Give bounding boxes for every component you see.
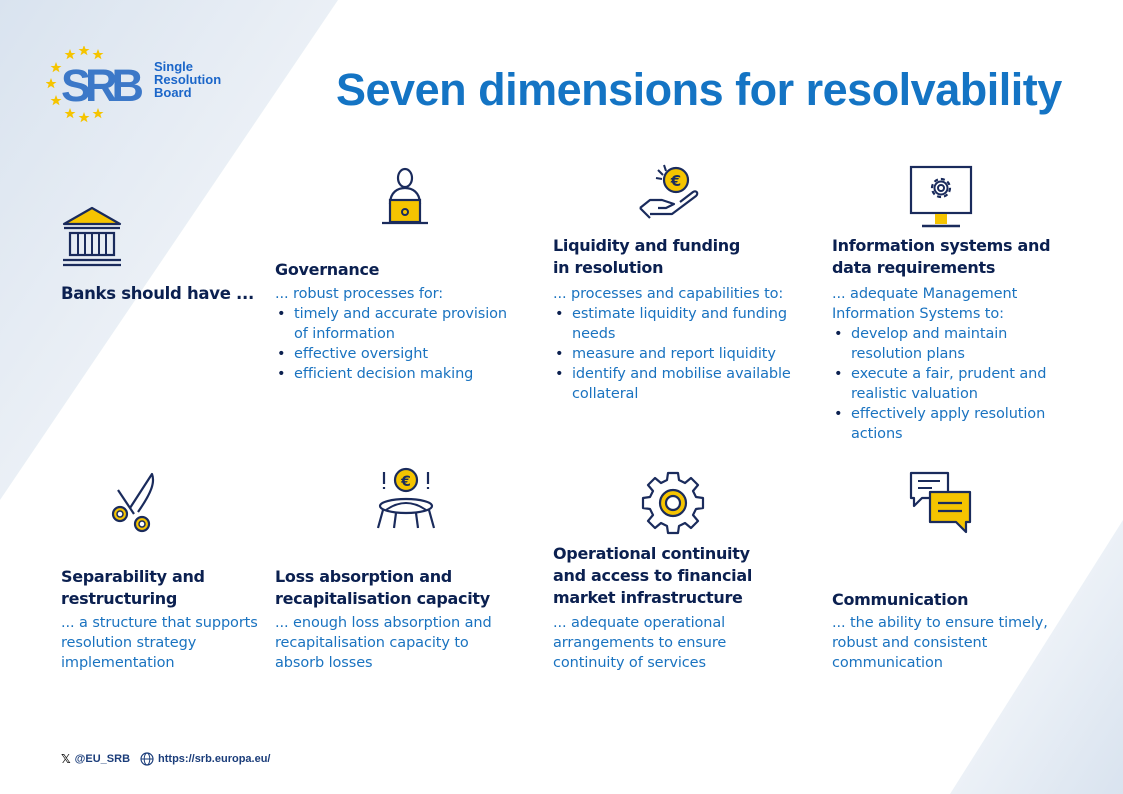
bullet-list: estimate liquidity and funding needs mea… (553, 304, 803, 404)
heading-line: restructuring (61, 589, 178, 608)
separability-heading: Separability and restructuring (61, 566, 205, 610)
globe-icon (140, 752, 154, 766)
description-lead: ... enough loss absorption and recapital… (275, 615, 492, 671)
heading-line: Operational continuity (553, 544, 750, 563)
operational-continuity-description: ... adequate operational arrangements to… (553, 613, 773, 673)
description-lead: ... adequate operational arrangements to… (553, 615, 727, 671)
operational-continuity-heading: Operational continuity and access to fin… (553, 543, 752, 609)
x-logo-icon: 𝕏 (61, 752, 71, 766)
scissors-icon (108, 470, 164, 536)
logo-line-1: Single (154, 59, 194, 74)
footer: 𝕏 @EU_SRB https://srb.europa.eu/ (61, 752, 271, 766)
logo-line-2: Resolution (154, 72, 222, 87)
governance-description: ... robust processes for: timely and acc… (275, 284, 525, 384)
list-item: effectively apply resolution actions (832, 404, 1072, 444)
svg-text:€: € (400, 474, 411, 490)
list-item: identify and mobilise available collater… (553, 364, 803, 404)
heading-line: and access to financial (553, 566, 753, 585)
heading-line: Separability and (61, 567, 205, 586)
srb-logo: SRB Single Resolution Board (45, 45, 236, 126)
chat-bubbles-icon (908, 470, 974, 536)
bullet-list: develop and maintain resolution plans ex… (832, 324, 1072, 444)
liquidity-heading: Liquidity and funding in resolution (553, 235, 740, 279)
heading-line: data requirements (832, 258, 996, 277)
information-systems-description: ... adequate Management Information Syst… (832, 284, 1072, 444)
monitor-gear-icon (908, 164, 974, 232)
heading-line: Information systems and (832, 236, 1051, 255)
heading-line: in resolution (553, 258, 664, 277)
loss-absorption-heading: Loss absorption and recapitalisation cap… (275, 566, 490, 610)
description-lead: ... a structure that supports resolution… (61, 615, 258, 671)
list-item: estimate liquidity and funding needs (553, 304, 803, 344)
list-item: develop and maintain resolution plans (832, 324, 1072, 364)
heading-line: recapitalisation capacity (275, 589, 490, 608)
list-item: efficient decision making (275, 364, 525, 384)
social-handle-link[interactable]: @EU_SRB (74, 753, 131, 765)
heading-line: Communication (832, 590, 969, 609)
page-title: Seven dimensions for resolvability (336, 64, 1062, 115)
hand-euro-coin-icon: € (636, 162, 712, 226)
list-item: timely and accurate provision of informa… (275, 304, 525, 344)
logo-line-3: Board (154, 85, 192, 100)
liquidity-description: ... processes and capabilities to: estim… (553, 284, 803, 404)
separability-description: ... a structure that supports resolution… (61, 613, 261, 673)
person-laptop-icon (372, 164, 438, 230)
list-item: measure and report liquidity (553, 344, 803, 364)
list-item: execute a fair, prudent and realistic va… (832, 364, 1072, 404)
gear-icon (640, 470, 706, 536)
governance-heading: Governance (275, 259, 380, 281)
heading-line: Loss absorption and (275, 567, 452, 586)
communication-description: ... the ability to ensure timely, robust… (832, 613, 1072, 673)
logo-wordmark: Single Resolution Board (154, 60, 221, 99)
heading-line: Liquidity and funding (553, 236, 741, 255)
website-link[interactable]: https://srb.europa.eu/ (158, 753, 271, 765)
heading-line: market infrastructure (553, 588, 743, 607)
bank-icon (60, 206, 124, 268)
trampoline-euro-icon: € (370, 466, 442, 534)
intro-text: Banks should have ... (61, 284, 254, 303)
description-lead: ... robust processes for: (275, 286, 444, 302)
eu-stars-icon (45, 45, 104, 123)
svg-text:€: € (670, 172, 681, 190)
srb-abbreviation: SRB (61, 60, 144, 111)
bullet-list: timely and accurate provision of informa… (275, 304, 525, 384)
heading-line: Governance (275, 260, 380, 279)
description-lead: ... processes and capabilities to: (553, 286, 784, 302)
description-lead: ... adequate Management Information Syst… (832, 286, 1018, 322)
information-systems-heading: Information systems and data requirement… (832, 235, 1051, 279)
list-item: effective oversight (275, 344, 525, 364)
description-lead: ... the ability to ensure timely, robust… (832, 615, 1048, 671)
communication-heading: Communication (832, 589, 969, 611)
loss-absorption-description: ... enough loss absorption and recapital… (275, 613, 505, 673)
